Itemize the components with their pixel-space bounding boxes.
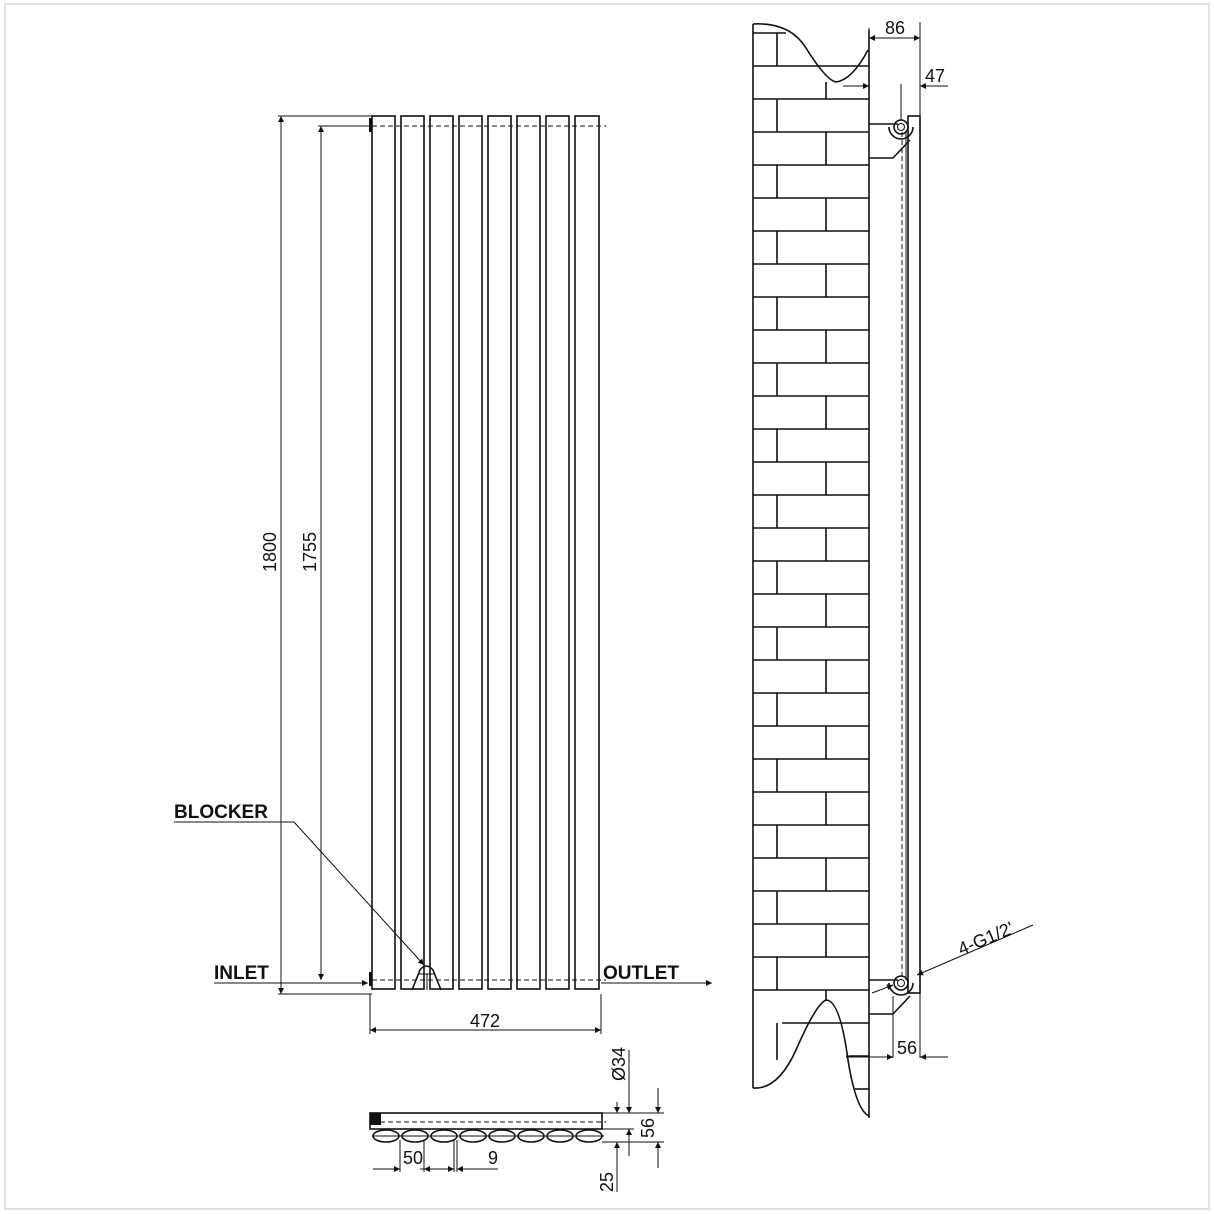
- column-sections: [372, 1129, 604, 1143]
- front-view: 1800 1755 472 INLET OUTLET BLOCKER: [174, 115, 712, 1034]
- radiator-side-profile: [869, 115, 921, 1058]
- dim-diameter-34: Ø34: [609, 1047, 629, 1081]
- side-view: 86 47 56 4-G1/2': [752, 18, 1034, 1118]
- blocker-shape: [411, 965, 442, 991]
- dim-1800: 1800: [260, 532, 280, 572]
- plan-view: 50 9 Ø34 56 25: [369, 1047, 664, 1192]
- dim-9: 9: [488, 1148, 498, 1168]
- dim-56-side: 56: [897, 1038, 917, 1058]
- dim-50: 50: [403, 1148, 423, 1168]
- blocker-leader: [293, 821, 425, 966]
- brick-wall: [752, 23, 870, 1118]
- inlet-label: INLET: [214, 963, 269, 984]
- dim-25: 25: [597, 1172, 617, 1192]
- dim-56-plan: 56: [638, 1118, 658, 1138]
- radiator-columns: [369, 115, 600, 990]
- dim-connection: 4-G1/2': [955, 918, 1017, 959]
- dim-472: 472: [470, 1011, 500, 1031]
- connection-leader: [916, 924, 1034, 976]
- dim-86: 86: [885, 18, 905, 38]
- dim-47: 47: [925, 66, 945, 86]
- dim-1755: 1755: [300, 532, 320, 572]
- outlet-label: OUTLET: [603, 963, 679, 984]
- blocker-label: BLOCKER: [174, 802, 268, 823]
- drawing-frame: [4, 3, 1210, 1210]
